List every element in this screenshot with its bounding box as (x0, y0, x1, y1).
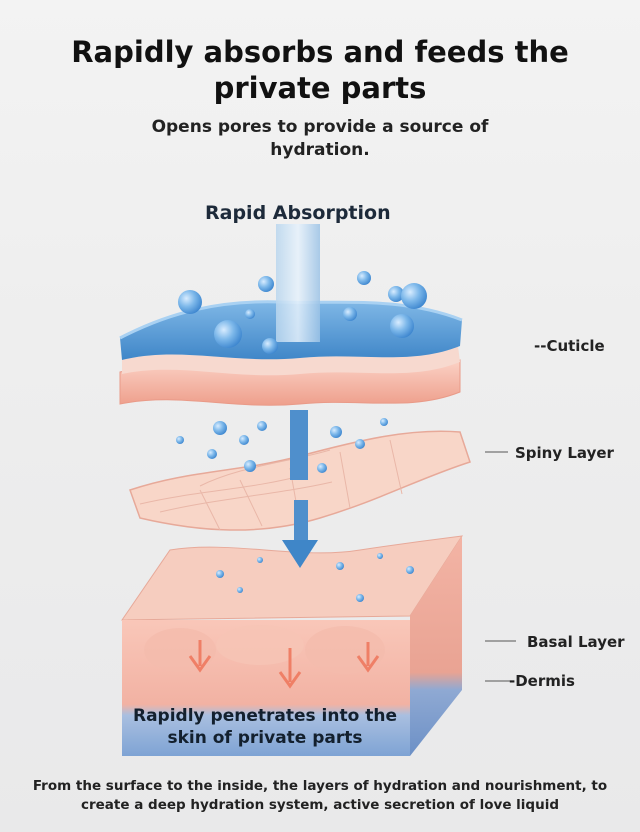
cuticle-label: --Cuticle (534, 337, 605, 355)
dermis-label: -Dermis (509, 672, 575, 690)
rapid-absorption-label: Rapid Absorption (205, 202, 391, 224)
basal-dermis-block (121, 535, 464, 756)
basal-layer-label: Basal Layer (527, 633, 625, 651)
absorption-arrow (276, 224, 320, 568)
spiny-layer-label: Spiny Layer (515, 444, 614, 462)
penetration-caption: Rapidly penetrates into the skin of priv… (133, 706, 397, 748)
footer-caption: From the surface to the inside, the laye… (32, 778, 608, 813)
water-droplets (176, 271, 427, 602)
subheadline: Opens pores to provide a source of hydra… (151, 117, 489, 160)
headline: Rapidly absorbs and feeds the private pa… (71, 35, 569, 105)
